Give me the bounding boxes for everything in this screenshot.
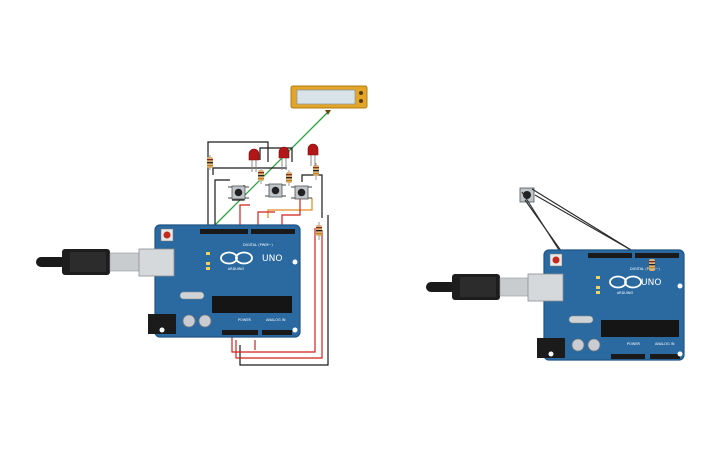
digital-header-label: DIGITAL (PWM~) [630,267,660,271]
resistor-3[interactable] [286,170,292,186]
resistor-4[interactable] [313,163,319,180]
arduino-uno-board-left[interactable]: ARDUINO UNO DIGITAL (PWM~) POWER ANALOG … [138,224,301,338]
arduino-uno-board-right[interactable]: ARDUINO UNO DIGITAL (PWM~) POWER ANALOG … [527,249,685,361]
wire-orange[interactable] [267,198,313,218]
pushbutton-right[interactable] [519,187,535,203]
left-circuit: ARDUINO UNO DIGITAL (PWM~) POWER ANALOG … [36,85,368,366]
wire-green-lcd[interactable] [209,112,328,231]
board-model-label: UNO [641,278,661,288]
resistor-1[interactable] [207,155,213,170]
resistor-right[interactable] [649,259,655,271]
right-circuit: ARDUINO UNO DIGITAL (PWM~) POWER ANALOG … [426,187,685,361]
pushbutton-1[interactable] [228,185,249,200]
led-1[interactable] [248,148,260,172]
led-2[interactable] [278,146,290,170]
usb-cable-left[interactable] [36,249,141,275]
wire-black-group[interactable] [207,141,329,366]
power-header-label: POWER [627,342,641,346]
analog-header-label: ANALOG IN [655,342,675,346]
digital-header-label: DIGITAL (PWM~) [243,243,273,247]
board-brand-label: ARDUINO [228,267,245,271]
lcd-display[interactable] [290,85,368,115]
resistor-2[interactable] [258,168,264,184]
analog-header-label: ANALOG IN [266,318,286,322]
led-3[interactable] [307,143,319,166]
board-brand-label: ARDUINO [617,291,634,295]
pushbutton-2[interactable] [265,183,286,198]
pushbutton-3[interactable] [291,185,312,200]
wire-red-group[interactable] [231,198,323,359]
resistor-5[interactable] [316,222,322,240]
power-header-label: POWER [238,318,252,322]
board-model-label: UNO [262,254,282,264]
usb-cable-right[interactable] [426,274,531,300]
